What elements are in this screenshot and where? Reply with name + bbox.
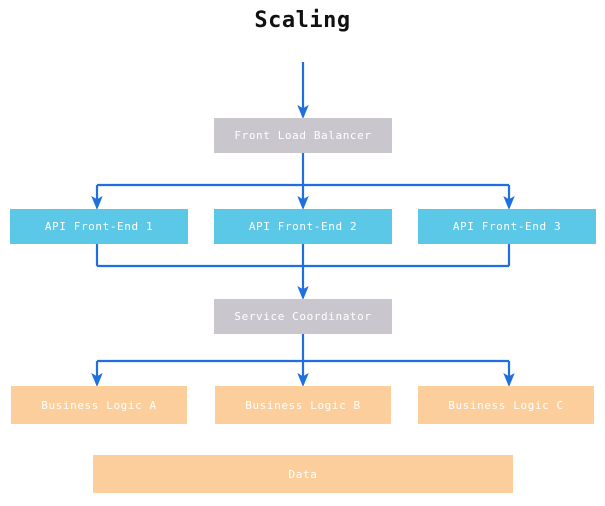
node-service-coordinator[interactable]: Service Coordinator [214,299,392,334]
node-api-front-end-1[interactable]: API Front-End 1 [10,209,188,244]
node-api-front-end-3[interactable]: API Front-End 3 [418,209,596,244]
node-label: Business Logic B [245,398,361,412]
diagram-title: Scaling [254,8,351,33]
node-business-logic-c[interactable]: Business Logic C [418,386,594,424]
node-label: API Front-End 3 [452,220,562,233]
node-api-front-end-2[interactable]: API Front-End 2 [214,209,392,244]
node-front-load-balancer[interactable]: Front Load Balancer [214,118,392,153]
node-business-logic-a[interactable]: Business Logic A [11,386,187,424]
node-label: API Front-End 1 [44,220,154,233]
node-label: Business Logic C [448,398,564,412]
node-label: Data [288,467,318,481]
node-business-logic-b[interactable]: Business Logic B [215,386,391,424]
node-data[interactable]: Data [93,455,513,493]
node-label: API Front-End 2 [248,220,358,233]
node-label: Service Coordinator [234,310,372,323]
node-label: Business Logic A [41,398,157,412]
node-label: Front Load Balancer [234,129,372,142]
